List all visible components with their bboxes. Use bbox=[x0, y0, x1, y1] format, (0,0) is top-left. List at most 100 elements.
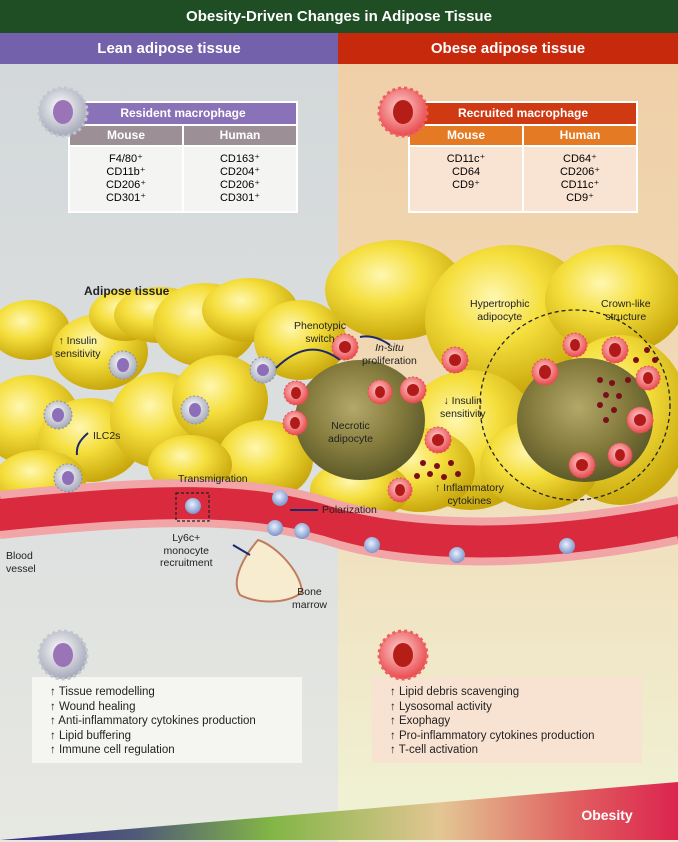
monocyte bbox=[185, 498, 201, 514]
recruitment-arrow bbox=[232, 544, 251, 556]
resident-macrophage-table: Resident macrophage Mouse Human F4/80⁺ C… bbox=[68, 101, 298, 213]
monocyte bbox=[364, 537, 380, 553]
recruited-macrophage-table: Recruited macrophage Mouse Human CD11c⁺ … bbox=[408, 101, 638, 213]
marker: CD204⁺ bbox=[219, 166, 261, 178]
text: Phenotypic bbox=[294, 320, 346, 332]
function-item: ↑ Wound healing bbox=[50, 700, 136, 713]
marker: CD64⁺ bbox=[563, 153, 597, 165]
function-item: ↑ T-cell activation bbox=[390, 744, 478, 756]
monocyte bbox=[272, 490, 288, 506]
marker: CD206⁺ bbox=[105, 179, 147, 191]
phenotypic-switch-arrow bbox=[275, 348, 341, 369]
human-markers: CD163⁺ CD204⁺ CD206⁺ CD301⁺ bbox=[184, 147, 296, 211]
function-item: ↑ Immune cell regulation bbox=[50, 744, 175, 756]
table-title: Resident macrophage bbox=[70, 103, 296, 124]
resident-macrophages bbox=[43, 350, 277, 493]
figure-title: Obesity-Driven Changes in Adipose Tissue bbox=[0, 0, 678, 33]
function-item: ↑ Anti-inflammatory cytokines production bbox=[50, 715, 256, 727]
human-markers: CD64⁺ CD206⁺ CD11c⁺ CD9⁺ bbox=[524, 147, 636, 211]
in-situ-arrow bbox=[359, 335, 391, 346]
text: marrow bbox=[292, 598, 328, 611]
mouse-markers: F4/80⁺ CD11b⁺ CD206⁺ CD301⁺ bbox=[70, 147, 182, 211]
obese-adipocytes bbox=[295, 240, 678, 520]
text: cytokines bbox=[447, 494, 492, 507]
bone-marrow bbox=[235, 538, 304, 603]
lean-functions-box: ↑ Tissue remodelling ↑ Wound healing ↑ A… bbox=[32, 677, 302, 763]
cytokine-dots bbox=[414, 347, 658, 480]
label-polarization: Polarization bbox=[322, 504, 377, 516]
text: Crown-like bbox=[601, 298, 651, 310]
marker: CD206⁺ bbox=[559, 166, 601, 178]
monocyte bbox=[294, 523, 310, 539]
monocyte bbox=[559, 538, 575, 554]
mouse-markers: CD11c⁺ CD64 CD9⁺ bbox=[410, 147, 522, 211]
monocyte bbox=[267, 520, 283, 536]
column-header-mouse: Mouse bbox=[70, 126, 182, 145]
text: monocyte bbox=[163, 544, 210, 557]
arrows bbox=[75, 335, 391, 556]
text: Ly6c+ bbox=[172, 532, 201, 544]
blood-vessel bbox=[0, 479, 678, 566]
marker: CD11b⁺ bbox=[106, 166, 146, 178]
recruited-macrophages bbox=[282, 332, 661, 503]
obesity-label: Obesity bbox=[581, 807, 633, 823]
function-item: ↑ Lysosomal activity bbox=[390, 700, 492, 713]
lean-header: Lean adipose tissue bbox=[0, 33, 338, 64]
label-ilc2s: ILC2s bbox=[93, 430, 121, 442]
text: proliferation bbox=[362, 354, 417, 367]
monocyte bbox=[449, 547, 465, 563]
text: Bone bbox=[297, 586, 322, 598]
text: Necrotic bbox=[331, 420, 370, 432]
function-item: ↑ Lipid buffering bbox=[50, 729, 131, 742]
marker: CD163⁺ bbox=[219, 153, 261, 165]
text: ↑ Insulin bbox=[58, 335, 98, 347]
text: sensitivity bbox=[440, 407, 486, 420]
gradient-wedge bbox=[0, 782, 678, 840]
text: ↑ Inflammatory bbox=[435, 482, 504, 494]
marker: CD11c⁺ bbox=[560, 179, 600, 191]
crown-like-structure-outline bbox=[479, 309, 671, 501]
marker: CD301⁺ bbox=[219, 192, 261, 204]
text: switch bbox=[305, 332, 335, 345]
obesity-gradient-bar: Obesity bbox=[0, 782, 678, 840]
marker: CD301⁺ bbox=[105, 192, 147, 204]
text: In-situ bbox=[375, 342, 404, 354]
label-adipose-tissue: Adipose tissue bbox=[84, 284, 170, 298]
text: vessel bbox=[6, 562, 36, 575]
marker: CD9⁺ bbox=[452, 179, 480, 191]
marker: CD9⁺ bbox=[566, 192, 594, 204]
column-header-mouse: Mouse bbox=[410, 126, 522, 145]
text: Blood bbox=[6, 550, 33, 562]
column-header-human: Human bbox=[524, 126, 636, 145]
marker: F4/80⁺ bbox=[109, 153, 143, 165]
column-header-human: Human bbox=[184, 126, 296, 145]
monocytes bbox=[185, 490, 575, 563]
text: adipocyte bbox=[328, 432, 373, 445]
marker: CD11c⁺ bbox=[446, 153, 486, 165]
marker: CD64 bbox=[451, 166, 481, 178]
label-transmigration: Transmigration bbox=[178, 473, 248, 485]
function-item: ↑ Exophagy bbox=[390, 715, 451, 727]
obese-header: Obese adipose tissue bbox=[338, 33, 678, 64]
marker: CD206⁺ bbox=[219, 179, 261, 191]
table-title: Recruited macrophage bbox=[410, 103, 636, 124]
function-item: ↑ Pro-inflammatory cytokines production bbox=[390, 729, 595, 742]
text: Hypertrophic bbox=[470, 298, 530, 310]
text: recruitment bbox=[160, 557, 213, 569]
necrotic-adipocyte bbox=[295, 360, 425, 480]
function-item: ↑ Lipid debris scavenging bbox=[390, 686, 520, 698]
function-item: ↑ Tissue remodelling bbox=[50, 686, 155, 698]
transmigration-box bbox=[175, 492, 210, 522]
